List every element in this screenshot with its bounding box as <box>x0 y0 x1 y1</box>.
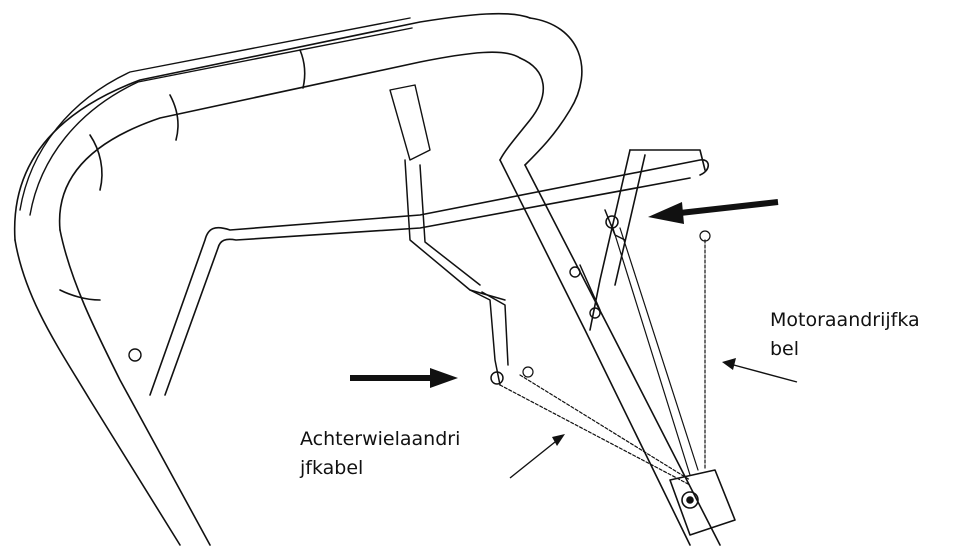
motor-drive-lever <box>579 209 626 311</box>
arrow-right-icon <box>350 368 458 388</box>
grip-pads <box>19 17 431 216</box>
motor-drive-cable-label: Motoraandrijfka bel <box>770 306 920 364</box>
motor-drive-cable-label-line1: Motoraandrijfka <box>770 309 920 331</box>
rear-wheel-drive-cable-label: Achterwielaandri jfkabel <box>300 425 460 483</box>
cable-clamp <box>669 469 736 536</box>
rear-wheel-lever <box>404 159 509 386</box>
rear-wheel-drive-cable-label-line2: jfkabel <box>300 457 364 479</box>
bolts <box>128 266 601 362</box>
arrow-left-icon <box>648 199 779 224</box>
motor-drive-cable-label-line2: bel <box>770 338 800 360</box>
leader-arrow-motor-cable <box>722 358 798 383</box>
rear-wheel-drive-cable-label-line1: Achterwielaandri <box>300 428 461 450</box>
cables <box>499 224 711 486</box>
main-handle-tube <box>13 12 721 546</box>
drive-bail-bar <box>149 149 710 396</box>
leader-arrow-rear-cable <box>509 434 565 479</box>
